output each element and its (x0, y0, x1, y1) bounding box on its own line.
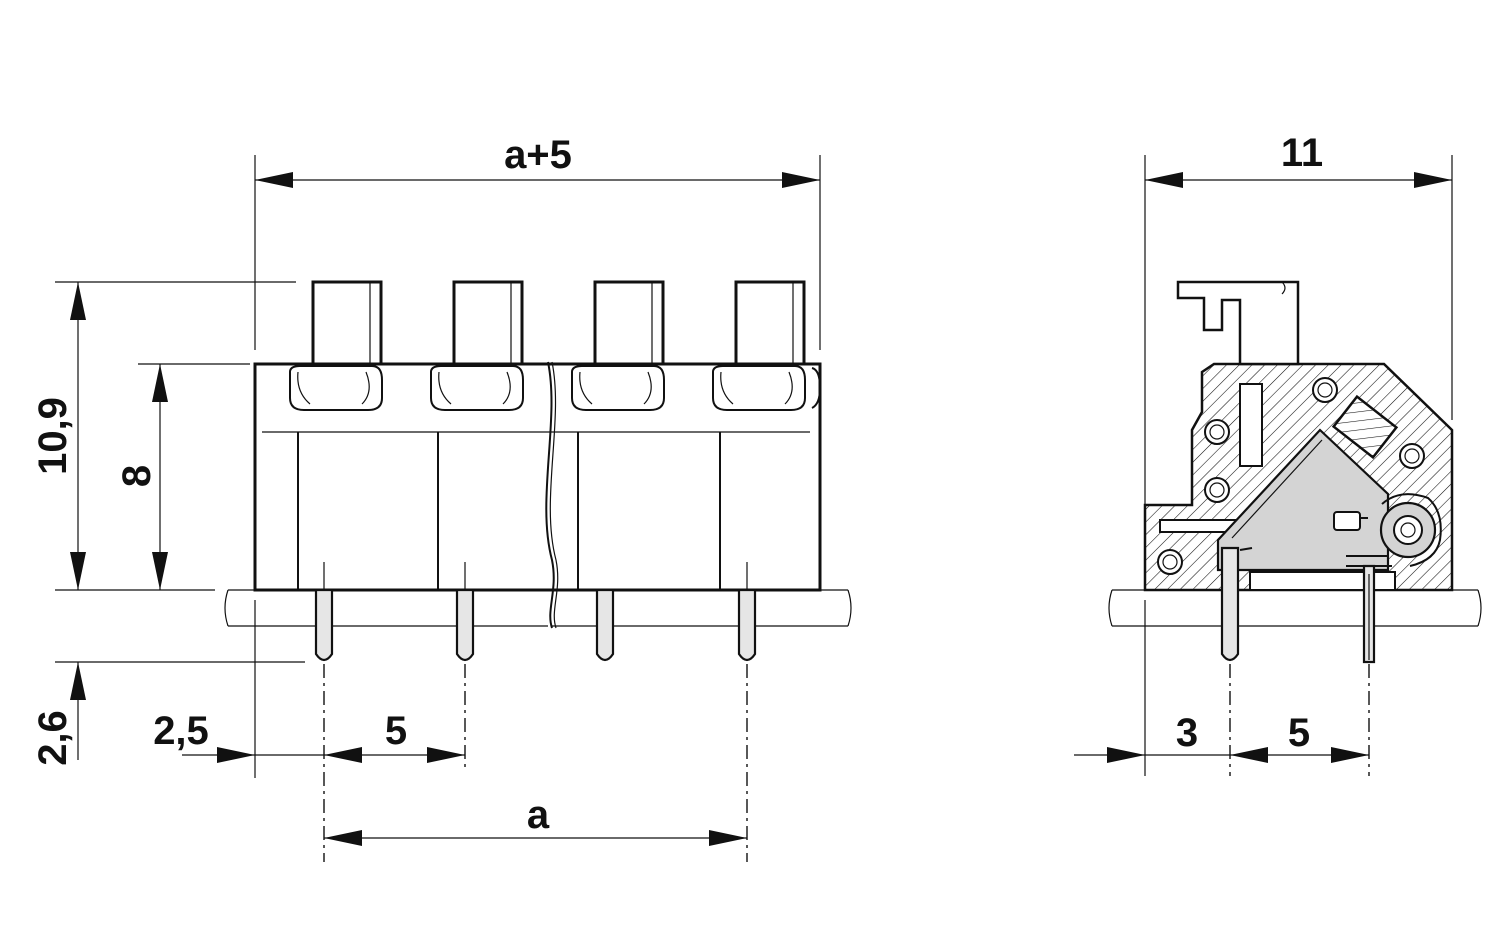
dim-label-side-5: 5 (1288, 711, 1310, 755)
side-pin-front (1220, 546, 1240, 662)
side-center-lines (1229, 664, 1370, 776)
dim-label-11: 11 (1281, 131, 1323, 175)
actuator-1 (289, 280, 383, 411)
actuator-buttons (289, 280, 822, 411)
break-line (545, 361, 555, 629)
dim-label-2-6: 2,6 (31, 710, 75, 766)
terminal-body (253, 361, 822, 629)
dim-pitch: 5 (385, 709, 465, 763)
side-view: 11 3 5 (1074, 131, 1482, 776)
dim-label-3: 3 (1176, 711, 1198, 755)
dim-label-8: 8 (115, 465, 159, 487)
dim-pin-spacing: 5 (1288, 711, 1369, 763)
dim-overall-height: 10,9 (31, 282, 86, 590)
pin-2 (455, 588, 475, 662)
extension-lines (55, 155, 821, 778)
actuator-3 (571, 280, 665, 411)
release-lever (1176, 280, 1300, 366)
dim-pin-offset: 3 (1074, 711, 1369, 763)
front-view: a+5 10,9 8 2,6 2,5 (31, 133, 852, 862)
side-pcb-board (1108, 589, 1482, 627)
dim-label-a-plus-5: a+5 (504, 133, 572, 177)
actuator-2 (430, 280, 524, 411)
pin-center-lines (323, 664, 748, 862)
dim-pin-length: 2,6 (31, 662, 86, 766)
pin-3 (595, 588, 615, 662)
side-extension-lines (1144, 155, 1453, 776)
actuator-4 (712, 280, 806, 411)
solder-pins (314, 562, 757, 662)
side-pins (1220, 546, 1376, 664)
dim-label-a: a (527, 793, 550, 837)
dim-overall-width: a+5 (255, 133, 820, 188)
pin-4 (737, 588, 757, 662)
dim-span: a (324, 793, 747, 846)
dim-depth: 11 (1145, 131, 1452, 188)
dim-label-2-5: 2,5 (153, 709, 209, 753)
dim-edge-offset: 2,5 (153, 709, 465, 763)
spring (1346, 493, 1442, 567)
dim-label-10-9: 10,9 (31, 397, 75, 475)
dim-label-pitch-5: 5 (385, 709, 407, 753)
dim-body-height: 8 (115, 364, 168, 590)
pin-1 (314, 588, 334, 662)
